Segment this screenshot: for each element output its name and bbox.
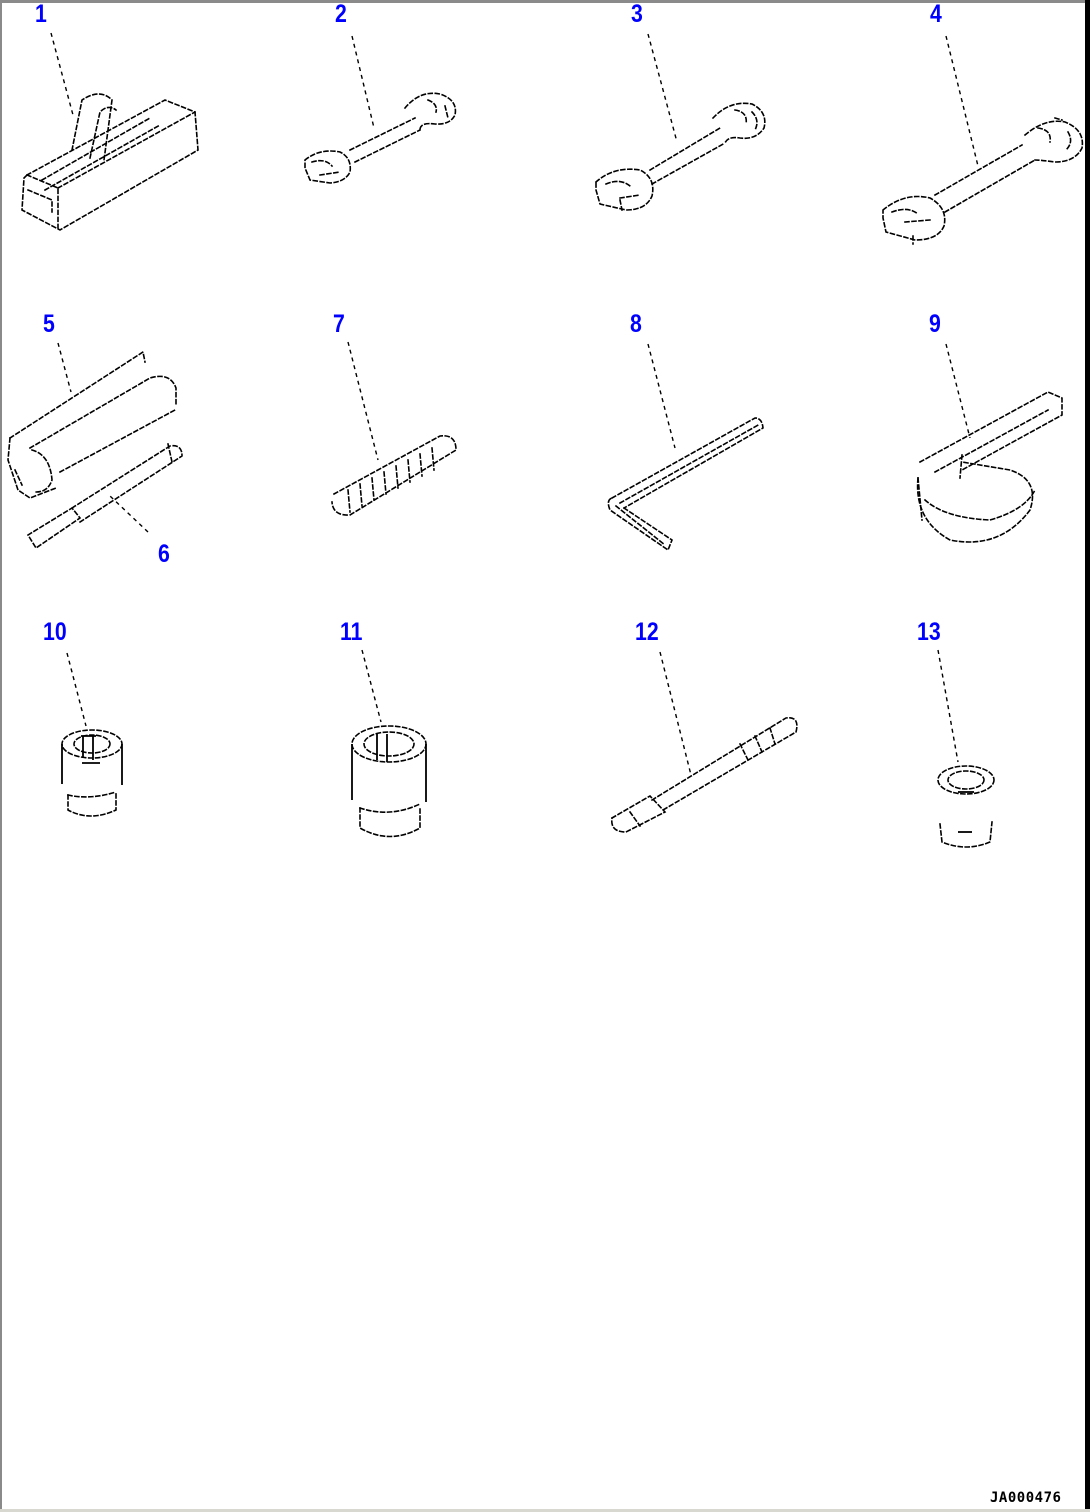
leader-13: [937, 649, 959, 763]
socket-small-drawing: [61, 729, 123, 817]
callout-11: 11: [340, 620, 362, 645]
frame-border-right: [1085, 0, 1090, 1512]
callout-10: 10: [43, 620, 67, 645]
socket-large-drawing: [351, 725, 427, 838]
leader-3: [647, 33, 678, 143]
callout-12-label: 12: [635, 618, 659, 646]
grease-gun-drawing: [7, 350, 177, 499]
callout-3: 3: [631, 2, 643, 27]
wrench-small-drawing: [304, 92, 457, 184]
callout-13: 13: [917, 620, 941, 645]
callout-8-label: 8: [630, 310, 642, 338]
wrench-large-drawing: [882, 117, 1084, 245]
callout-7: 7: [333, 312, 345, 337]
leader-1: [50, 32, 74, 116]
leader-9: [945, 343, 971, 439]
callout-2-label: 2: [335, 0, 347, 28]
callout-8: 8: [630, 312, 642, 337]
leader-2: [351, 35, 375, 129]
drawing-code: JA000476: [990, 1490, 1062, 1506]
callout-1-label: 1: [35, 0, 47, 28]
callout-6-label: 6: [158, 540, 170, 568]
callout-9: 9: [929, 312, 941, 337]
callout-10-label: 10: [43, 618, 67, 646]
leader-12: [659, 651, 692, 776]
callout-5: 5: [43, 312, 55, 337]
bit-drawing: [331, 434, 457, 516]
callout-6: 6: [158, 542, 170, 567]
tool-box-drawing: [21, 93, 199, 231]
socket-adapter-drawing: [937, 765, 995, 848]
leader-6: [109, 495, 149, 533]
callout-9-label: 9: [929, 310, 941, 338]
callout-3-label: 3: [631, 0, 643, 28]
callout-1: 1: [35, 2, 47, 27]
leader-10: [66, 652, 87, 727]
leader-7: [347, 341, 379, 461]
hex-key-drawing: [607, 417, 764, 552]
nozzle-drawing: [26, 443, 183, 550]
callout-11-label: 11: [340, 618, 363, 646]
callout-4-label: 4: [930, 0, 942, 28]
frame-border-top: [0, 0, 1090, 3]
callout-5-label: 5: [43, 310, 55, 338]
frame-border-bottom: [0, 1509, 1090, 1512]
callout-13-label: 13: [917, 618, 941, 646]
frame-border-left: [0, 0, 2, 1512]
extension-bar-drawing: [610, 716, 798, 833]
callout-7-label: 7: [333, 310, 345, 338]
filter-wrench-drawing: [916, 391, 1063, 543]
leader-11: [361, 649, 382, 723]
callout-4: 4: [930, 2, 942, 27]
callout-2: 2: [335, 2, 347, 27]
leader-4: [945, 35, 979, 167]
leader-8: [647, 343, 676, 449]
leader-lines: [50, 32, 979, 776]
callout-12: 12: [635, 620, 659, 645]
leader-5: [57, 342, 72, 393]
wrench-medium-drawing: [595, 102, 766, 211]
